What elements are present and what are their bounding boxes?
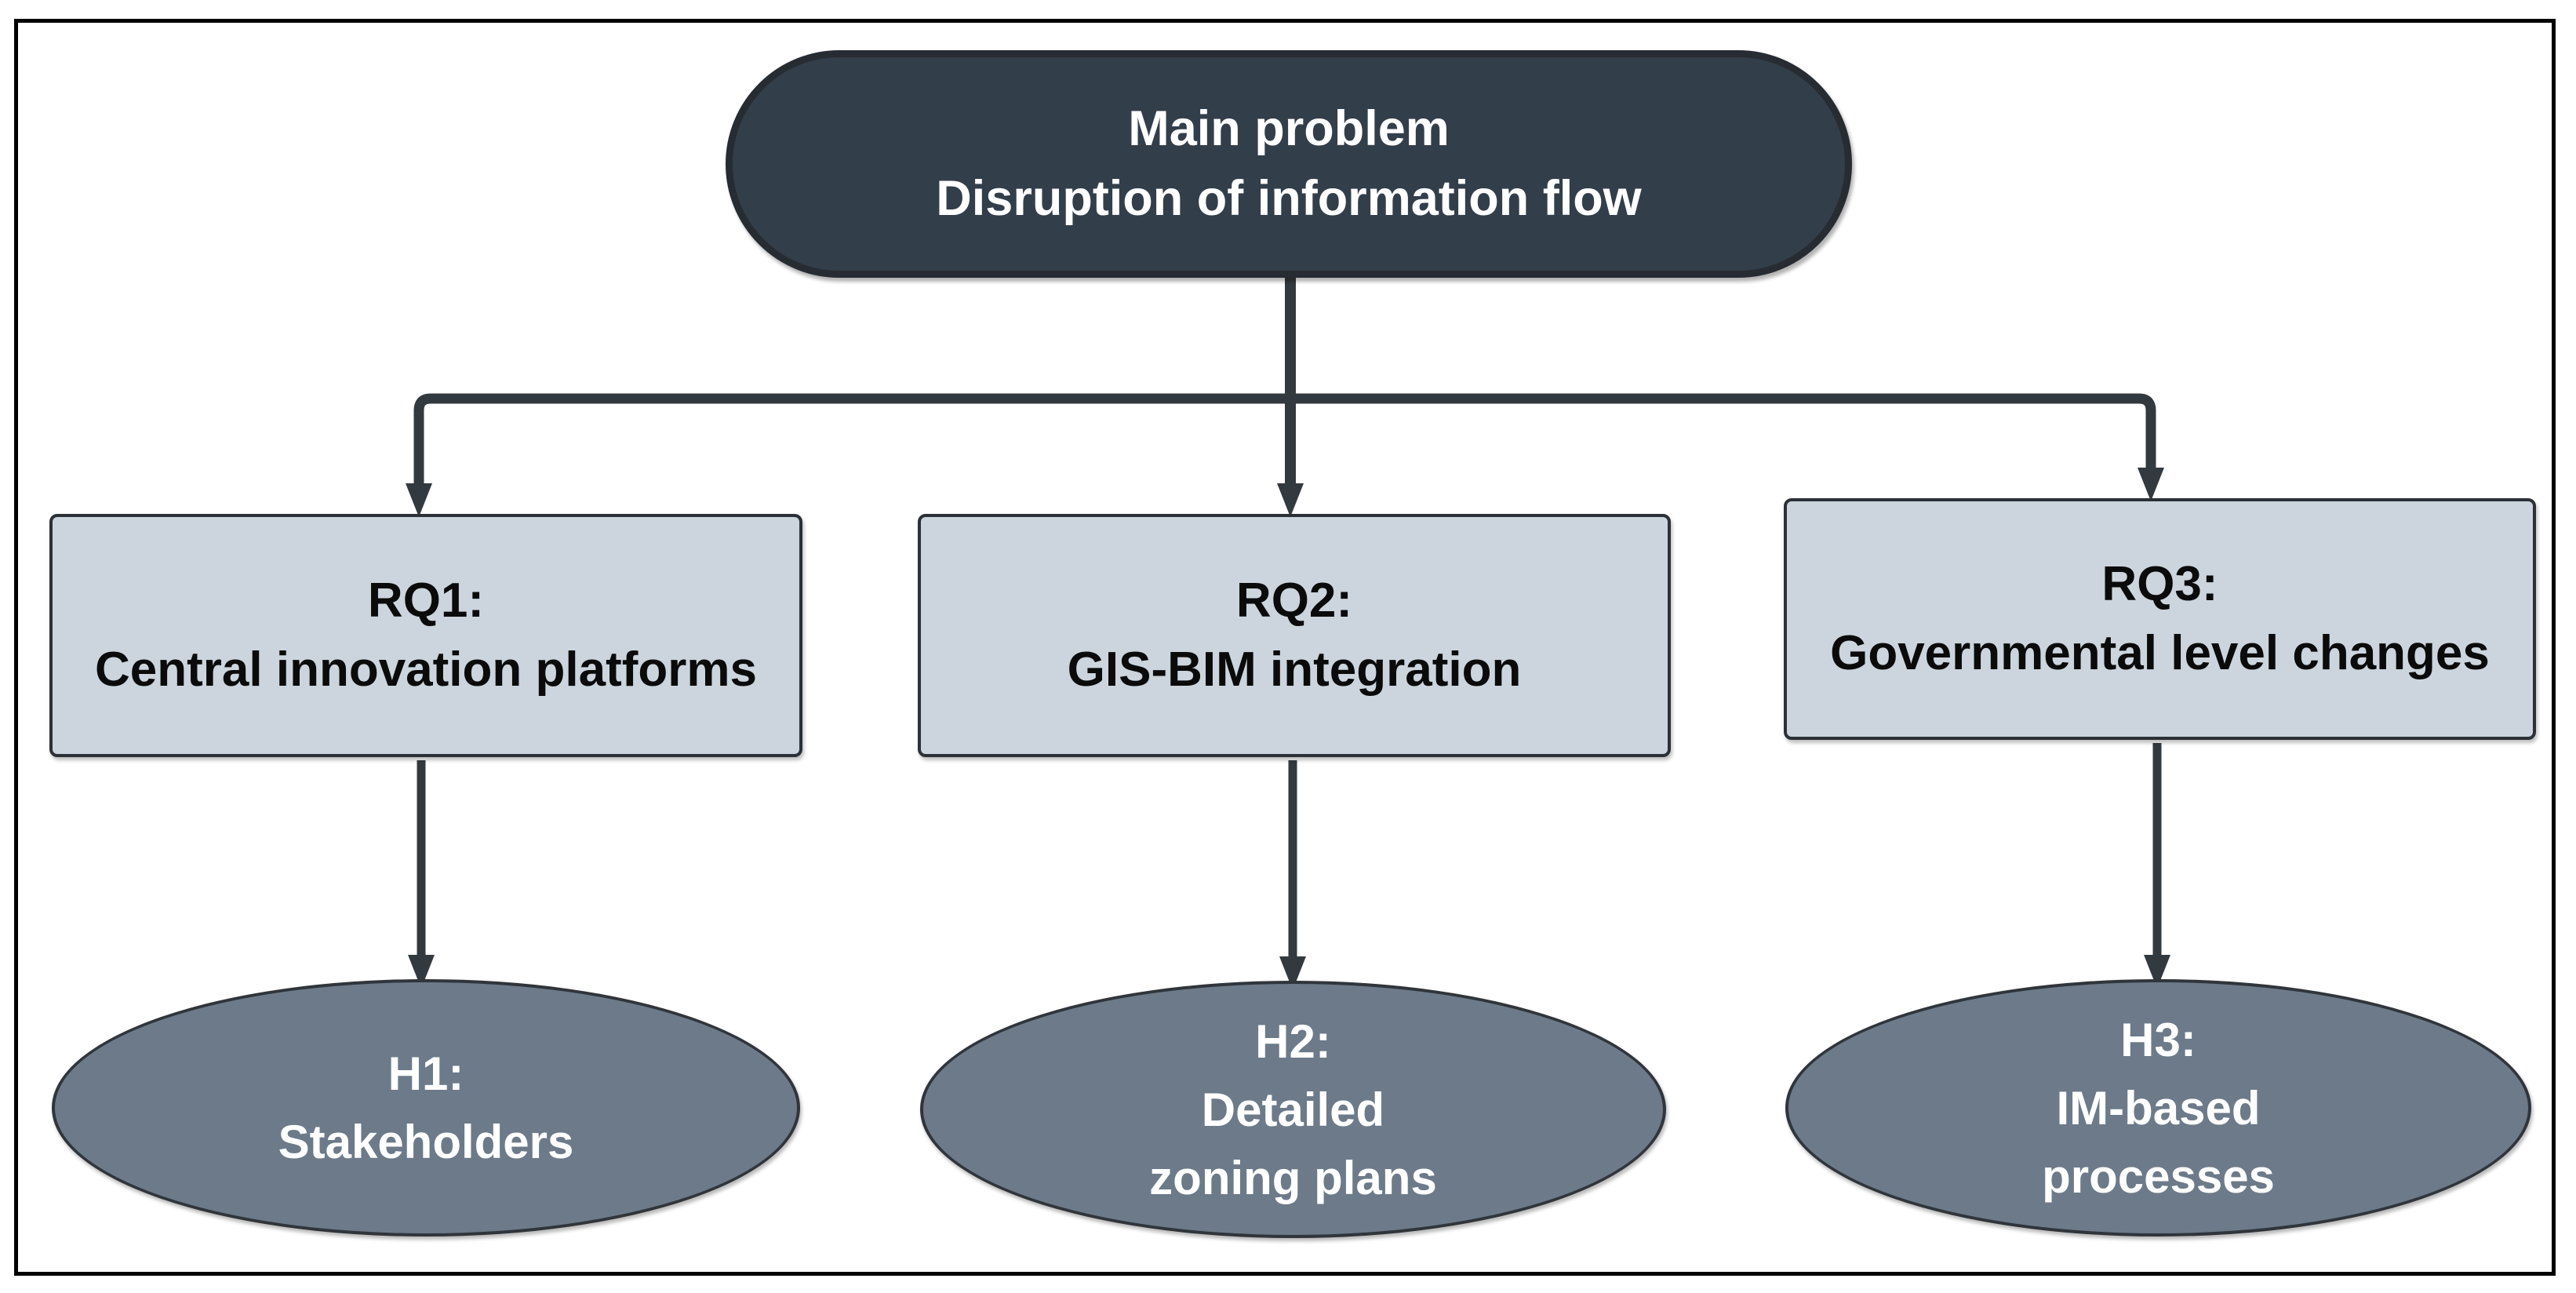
diagram-frame [14,19,2556,1276]
h2-id: H2: [1255,1014,1331,1068]
rq2-id: RQ2: [1235,573,1353,628]
rq1-id: RQ1: [367,573,485,628]
main-problem-title: Main problem [1128,100,1450,156]
rq2-label: RQ2: GIS-BIM integration [1068,566,1522,705]
rq1-node: RQ1: Central innovation platforms [49,514,802,757]
hypothesis-h2-node: H2: Detailed zoning plans [920,981,1666,1238]
h2-label: H2: Detailed zoning plans [1149,1007,1437,1212]
rq1-label: RQ1: Central innovation platforms [95,566,757,705]
rq3-text: Governmental level changes [1830,626,2490,680]
hypothesis-h1-node: H1: Stakeholders [52,979,800,1237]
h3-text-line1: IM-based [2056,1081,2261,1135]
h3-id: H3: [2120,1013,2196,1066]
main-problem-node: Main problem Disruption of information f… [726,50,1852,278]
main-problem-subtitle: Disruption of information flow [936,171,1642,226]
h3-text-line2: processes [2042,1149,2275,1203]
main-problem-label: Main problem Disruption of information f… [936,94,1641,235]
h1-label: H1: Stakeholders [278,1040,574,1176]
h1-text-line1: Stakeholders [278,1116,574,1168]
hypothesis-h3-node: H3: IM-based processes [1785,979,2531,1237]
rq3-node: RQ3: Governmental level changes [1784,498,2536,740]
rq2-text: GIS-BIM integration [1067,643,1522,697]
h2-text-line1: Detailed [1201,1083,1385,1136]
rq3-label: RQ3: Governmental level changes [1830,550,2490,688]
h3-label: H3: IM-based processes [2042,1006,2275,1211]
rq3-id: RQ3: [2101,556,2218,611]
rq2-node: RQ2: GIS-BIM integration [918,514,1671,757]
h2-text-line2: zoning plans [1149,1151,1437,1204]
h1-id: H1: [387,1047,464,1100]
rq1-text: Central innovation platforms [95,643,757,697]
